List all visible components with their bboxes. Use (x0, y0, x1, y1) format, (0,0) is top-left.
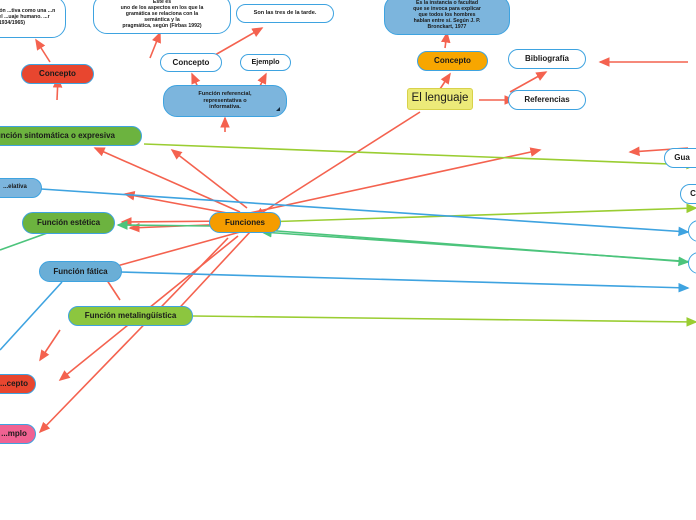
node-right-2[interactable]: C (680, 184, 696, 204)
example-son-las-tres-text: Son las tres de la tarde. (253, 10, 317, 17)
node-funciones-text: Funciones (224, 217, 265, 227)
note-buhler-text: ...aca la función ...tiva como una ...n … (0, 7, 56, 27)
node-funcion-referencial[interactable]: Función referencial, representativa o in… (163, 85, 287, 117)
node-funcion-apelativa[interactable]: ...elativa (0, 178, 42, 198)
node-ejemplo-bottom[interactable]: ...mplo (0, 424, 36, 444)
node-funcion-fatica[interactable]: Función fática (39, 261, 122, 282)
node-concepto-center-text: Concepto (172, 57, 210, 67)
lime-connectors (143, 143, 696, 327)
node-concepto-orange[interactable]: Concepto (417, 51, 488, 71)
node-referencias[interactable]: Referencias (508, 90, 586, 110)
note-firbas-text: Este es uno de los aspectos en los que l… (120, 0, 204, 30)
node-right-2-text: C (690, 189, 696, 199)
node-funcion-metalinguistica-text: Función metalingüística (84, 311, 177, 321)
node-funciones[interactable]: Funciones (209, 212, 281, 233)
node-funcion-estetica-text: Función estética (36, 218, 101, 228)
node-concepto-red-text: Concepto (39, 69, 76, 79)
node-bibliografia-text: Bibliografía (524, 54, 569, 64)
node-guardar-right[interactable]: Gua (664, 148, 696, 168)
node-ejemplo-center[interactable]: Ejemplo (240, 54, 291, 71)
node-el-lenguaje-root[interactable]: El lenguaje (407, 88, 473, 110)
node-ejemplo-center-text: Ejemplo (251, 57, 280, 67)
node-concepto-bottom-text: ...cepto (0, 379, 28, 389)
node-concepto-center[interactable]: Concepto (160, 53, 222, 72)
node-funcion-apelativa-text: ...elativa (3, 184, 27, 191)
node-concepto-bottom[interactable]: ...cepto (0, 374, 36, 394)
node-funcion-sintomatica[interactable]: Función sintomática o expresiva (0, 126, 142, 146)
node-funcion-estetica[interactable]: Función estética (22, 212, 115, 234)
example-son-las-tres[interactable]: Son las tres de la tarde. (236, 4, 334, 23)
node-bibliografia[interactable]: Bibliografía (508, 49, 586, 69)
node-funcion-referencial-text: Función referencial, representativa o in… (198, 91, 252, 111)
note-bronckart[interactable]: Es la instancia o facultad que se invoca… (384, 0, 510, 35)
red-connectors (35, 27, 689, 434)
node-ejemplo-bottom-text: ...mplo (1, 429, 27, 439)
node-concepto-orange-text: Concepto (434, 56, 471, 66)
node-guardar-right-text: Gua (674, 153, 690, 163)
note-buhler[interactable]: ...aca la función ...tiva como una ...n … (0, 0, 66, 38)
node-referencias-text: Referencias (524, 95, 570, 105)
collapse-marker-icon[interactable] (276, 107, 280, 111)
node-funcion-metalinguistica[interactable]: Función metalingüística (68, 306, 193, 326)
node-funcion-fatica-text: Función fática (53, 266, 108, 276)
node-concepto-red[interactable]: Concepto (21, 64, 94, 84)
node-right-3[interactable] (688, 220, 696, 242)
note-firbas[interactable]: Este es uno de los aspectos en los que l… (93, 0, 231, 34)
node-right-4[interactable] (688, 252, 696, 274)
note-bronckart-text: Es la instancia o facultad que se invoca… (413, 0, 481, 31)
node-el-lenguaje-text: El lenguaje (411, 92, 469, 105)
node-funcion-sintomatica-text: Función sintomática o expresiva (0, 131, 116, 141)
